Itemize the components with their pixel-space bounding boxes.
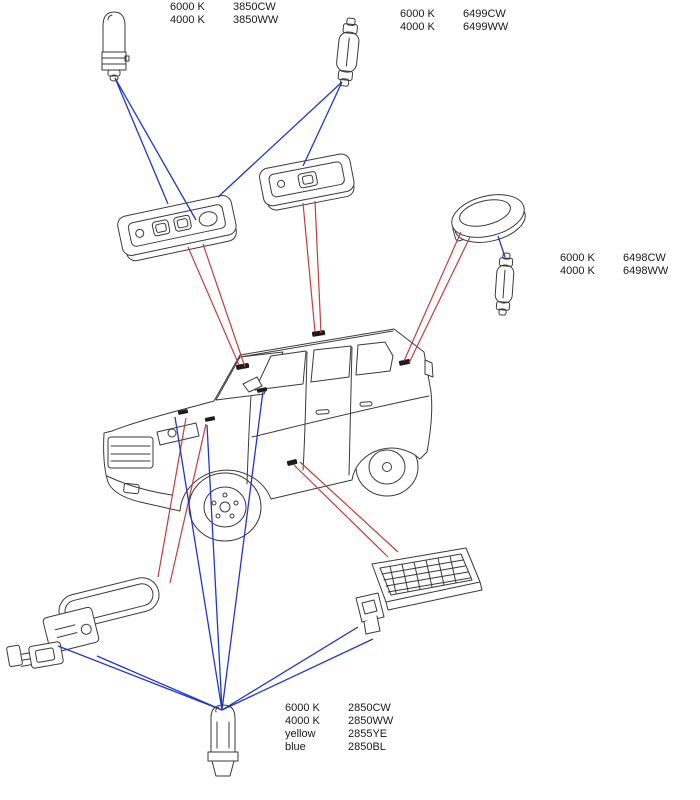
quarter-window	[355, 341, 394, 376]
location-line	[302, 202, 316, 333]
bulb-line	[497, 235, 506, 258]
bulb-line	[221, 626, 359, 711]
location-line	[293, 464, 389, 558]
location-line	[187, 246, 240, 366]
part-number: 2850CW	[348, 702, 391, 714]
bayonet-bulb-icon	[101, 11, 130, 82]
wedge-bulb-icon	[207, 704, 239, 777]
location-line	[157, 417, 187, 578]
part-number: 6499CW	[463, 8, 506, 20]
taillight	[424, 359, 434, 378]
bulb-line	[96, 655, 223, 711]
side-mirror	[242, 376, 263, 393]
variant-label: 4000 K	[285, 715, 320, 727]
bulb-line	[174, 416, 223, 711]
bulb-link-lines	[57, 77, 506, 711]
part-number: 3850CW	[233, 1, 276, 13]
bulb-line	[57, 645, 223, 711]
part-number: 6498CW	[623, 252, 666, 264]
grille	[107, 436, 154, 469]
part-label-bayonet: 6000 K 3850CW 4000 K 3850WW	[170, 1, 278, 27]
front-door-window	[254, 350, 307, 391]
bulb-line	[221, 638, 374, 711]
variant-label: 6000 K	[400, 8, 435, 20]
part-label-wedge: 6000 K 2850CW 4000 K 2850WW yellow 2855Y…	[285, 702, 393, 754]
bulb-line	[114, 77, 169, 205]
location-line	[299, 461, 399, 553]
footwell-lamp-drawing	[6, 577, 160, 669]
part-number: 2855YE	[348, 728, 388, 740]
car-drawing	[103, 328, 434, 542]
bulb-line	[221, 390, 264, 711]
variant-label: yellow	[285, 728, 316, 740]
dome-lamp-rear-drawing	[259, 153, 355, 211]
oval-reading-lamp-drawing	[451, 194, 526, 243]
dome-lamp-front-drawing	[117, 195, 237, 262]
part-number: 2850WW	[348, 715, 394, 727]
front-wheel-drawing	[188, 472, 262, 542]
location-line	[169, 423, 207, 584]
variant-label: 4000 K	[170, 14, 205, 26]
variant-label: 6000 K	[170, 1, 205, 13]
car-body-outline	[103, 328, 433, 512]
variant-label: 4000 K	[400, 21, 435, 33]
location-line	[403, 231, 462, 362]
part-number: 3850WW	[233, 14, 279, 26]
courtesy-lamp-drawing	[355, 547, 483, 635]
bulb-line	[114, 77, 197, 221]
location-line	[408, 236, 471, 364]
festoon-bulb-small-icon	[494, 252, 515, 316]
variant-label: 6000 K	[285, 702, 320, 714]
part-label-festoon-small: 6000 K 6498CW 4000 K 6498WW	[560, 252, 668, 278]
part-number: 6498WW	[623, 265, 669, 277]
bulb-line	[302, 81, 343, 167]
festoon-bulb-large-icon	[336, 17, 360, 87]
location-line	[202, 243, 246, 368]
variant-label: blue	[285, 741, 306, 753]
rear-door-window	[310, 345, 352, 383]
location-link-lines	[157, 200, 471, 584]
bulb-line	[206, 424, 223, 711]
location-line	[314, 200, 322, 334]
part-number: 2850BL	[348, 741, 386, 753]
part-label-festoon-large: 6000 K 6499CW 4000 K 6499WW	[400, 8, 508, 34]
part-number: 6499WW	[463, 21, 509, 33]
variant-label: 4000 K	[560, 265, 595, 277]
bulb-line	[217, 81, 343, 198]
car-details	[106, 330, 434, 496]
variant-label: 6000 K	[560, 252, 595, 264]
